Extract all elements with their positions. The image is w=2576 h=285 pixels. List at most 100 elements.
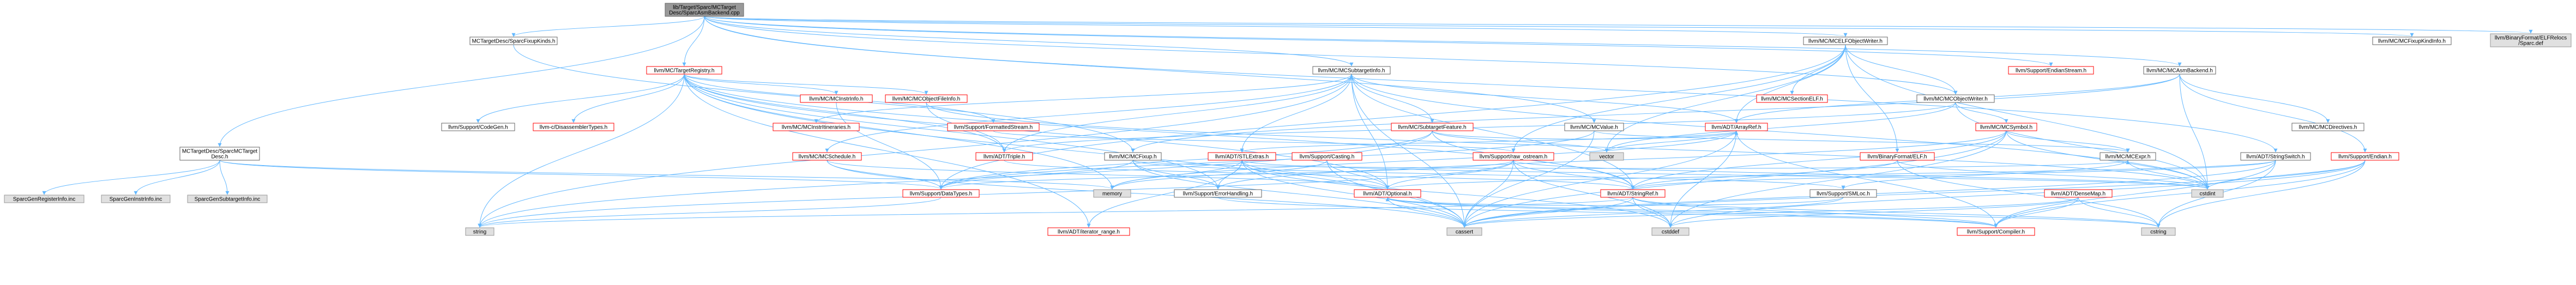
node-mctargetregistry[interactable]: llvm/MC/TargetRegistry.h xyxy=(646,66,722,75)
node-mcdirectives[interactable]: llvm/MC/MCDirectives.h xyxy=(2291,123,2364,131)
edge-mcsubtargetinfo-to-mcinstrdesc xyxy=(814,74,1352,123)
edge-mctargetregistry-to-optional xyxy=(684,74,1390,190)
edge-optional-to-compiler xyxy=(1387,197,1998,228)
node-label: llvm/Support/Casting.h xyxy=(1300,154,1355,160)
node-stringref[interactable]: llvm/ADT/StringRef.h xyxy=(1600,189,1666,198)
node-box xyxy=(1174,189,1262,198)
edge-densemap-to-cstddef xyxy=(1668,197,2079,228)
node-mcschedule[interactable]: llvm/MC/MCSchedule.h xyxy=(792,152,862,161)
edge-supportendian-to-cstring xyxy=(2156,160,2366,228)
edge-stringref-to-cstring xyxy=(1632,197,2161,228)
node-box xyxy=(1651,227,1690,236)
node-supportcodegen[interactable]: llvm/Support/CodeGen.h xyxy=(441,123,515,131)
node-box xyxy=(179,147,260,161)
node-rawostream[interactable]: llvm/Support/raw_ostream.h xyxy=(1473,152,1554,161)
edge-mcelfobjectwriter-to-rawostream xyxy=(1511,44,1846,153)
node-iteratorrange[interactable]: llvm/ADT/iterator_range.h xyxy=(1047,227,1130,236)
edge-mcobjectwriter-to-mcsymbol xyxy=(1955,102,2008,123)
node-label: llvm/ADT/ArrayRef.h xyxy=(1711,125,1761,131)
node-label: llvm/MC/MCAsmBackend.h xyxy=(2146,68,2213,74)
node-arrayref[interactable]: llvm/ADT/ArrayRef.h xyxy=(1705,123,1768,131)
edge-stringref-to-compiler xyxy=(1632,197,1998,228)
node-binaryelf[interactable]: llvm/BinaryFormat/ELF.h xyxy=(1860,152,1935,161)
node-subtargetfeature[interactable]: llvm/MC/SubtargetFeature.h xyxy=(1391,123,1474,131)
node-mcobjectwriter[interactable]: llvm/MC/MCObjectWriter.h xyxy=(1916,94,1995,103)
node-memory: memory xyxy=(1093,189,1131,198)
node-label: llvm/Support/CodeGen.h xyxy=(448,125,508,131)
node-mcsectionelf[interactable]: llvm/MC/MCSectionELF.h xyxy=(1756,94,1828,103)
node-label: llvm/Support/FormattedStream.h xyxy=(954,125,1033,131)
node-label: llvm/MC/MCFixupKindInfo.h xyxy=(2378,39,2446,45)
edge-mcsubtargetinfo-to-cassert xyxy=(1351,74,1467,228)
node-label: vector xyxy=(1599,154,1614,160)
edge-root-to-mcsubtargetinfo xyxy=(704,16,1354,66)
node-box xyxy=(2490,33,2572,47)
node-sparcfixupkinds[interactable]: MCTargetDesc/SparcFixupKinds.h xyxy=(469,37,558,45)
edge-mcobjectwriter-to-vector xyxy=(1604,102,1956,153)
edge-mcelfobjectwriter-to-cstdint xyxy=(1845,44,2210,190)
node-box xyxy=(2291,123,2364,131)
node-triple[interactable]: llvm/ADT/Triple.h xyxy=(975,152,1033,161)
node-mcsymbol[interactable]: llvm/MC/MCSymbol.h xyxy=(1975,123,2037,131)
node-box xyxy=(1809,189,1877,198)
edge-datatypes-to-string xyxy=(478,197,942,228)
node-box xyxy=(2143,66,2216,75)
node-mcsubtargetinfo[interactable]: llvm/MC/MCSubtargetInfo.h xyxy=(1312,66,1391,75)
node-supportendian[interactable]: llvm/Support/Endian.h xyxy=(2331,152,2399,161)
node-string: string xyxy=(465,227,494,236)
node-smloc[interactable]: llvm/Support/SMLoc.h xyxy=(1809,189,1877,198)
node-datatypes[interactable]: llvm/Support/DataTypes.h xyxy=(902,189,980,198)
edge-mcschedule-to-optional xyxy=(827,160,1390,190)
node-box xyxy=(902,189,980,198)
edge-arrayref-to-cassert xyxy=(1462,130,1737,228)
node-errorhandling[interactable]: llvm/Support/ErrorHandling.h xyxy=(1174,189,1262,198)
node-box xyxy=(1916,94,1995,103)
edge-sparcmctargetdesc-to-memory xyxy=(219,160,1114,190)
node-root[interactable]: lib/Target/Sparc/MCTargetDesc/SparcAsmBa… xyxy=(665,3,744,17)
edge-arrayref-to-cstddef xyxy=(1668,130,1737,228)
edge-binaryelf-to-cstring xyxy=(1897,160,2161,228)
node-mcexpr[interactable]: llvm/MC/MCExpr.h xyxy=(2100,152,2156,161)
node-stlextras[interactable]: llvm/ADT/STLExtras.h xyxy=(1208,152,1276,161)
node-label: cstring xyxy=(2150,229,2166,235)
node-mcasmbackend[interactable]: llvm/MC/MCAsmBackend.h xyxy=(2143,66,2216,75)
node-label: /Sparc.def xyxy=(2518,41,2543,47)
node-endianstream[interactable]: llvm/Support/EndianStream.h xyxy=(2008,66,2094,75)
node-label: Desc/SparcAsmBackend.cpp xyxy=(669,10,740,16)
node-densemap[interactable]: llvm/ADT/DenseMap.h xyxy=(2044,189,2113,198)
edge-subtargetfeature-to-vector xyxy=(1432,130,1609,153)
node-mcfixup[interactable]: llvm/MC/MCFixup.h xyxy=(1104,152,1162,161)
node-box xyxy=(2372,37,2452,45)
node-stringswitch[interactable]: llvm/ADT/StringSwitch.h xyxy=(2240,152,2311,161)
node-mcelfobjectwriter[interactable]: llvm/MC/MCELFObjectWriter.h xyxy=(1803,37,1888,45)
node-box xyxy=(1564,123,1624,131)
node-mcinstrinfo[interactable]: llvm/MC/MCInstrInfo.h xyxy=(800,94,873,103)
node-box xyxy=(1600,189,1666,198)
node-casting[interactable]: llvm/Support/Casting.h xyxy=(1292,152,1362,161)
node-cstdint: cstdint xyxy=(2191,189,2224,198)
node-label: cstdint xyxy=(2200,191,2216,197)
edge-mcelfobjectwriter-to-datatypes xyxy=(939,44,1846,190)
node-label: memory xyxy=(1102,191,1122,197)
edge-root-to-sparcmctargetdesc xyxy=(218,16,705,147)
node-box xyxy=(2240,152,2311,161)
node-box xyxy=(646,66,722,75)
node-cdisassemblertypes[interactable]: llvm-c/DisassemblerTypes.h xyxy=(533,123,614,131)
node-elfrelocsdef: llvm/BinaryFormat/ELFRelocs/Sparc.def xyxy=(2490,33,2572,47)
node-mcfixupkindinfo[interactable]: llvm/MC/MCFixupKindInfo.h xyxy=(2372,37,2452,45)
node-label: SparcGenInstrInfo.inc xyxy=(110,197,162,203)
node-mcvalue[interactable]: llvm/MC/MCValue.h xyxy=(1564,123,1624,131)
node-mcinstrdesc[interactable]: llvm/MC/MCInstrItineraries.h xyxy=(773,123,860,131)
node-formattedstream[interactable]: llvm/Support/FormattedStream.h xyxy=(947,123,1040,131)
node-compiler[interactable]: llvm/Support/Compiler.h xyxy=(1957,227,2035,236)
node-sparcgenregisterinfo: SparcGenRegisterInfo.inc xyxy=(4,195,85,203)
edge-mcasmbackend-to-supportendian xyxy=(2179,74,2367,153)
node-optional[interactable]: llvm/ADT/Optional.h xyxy=(1354,189,1421,198)
node-label: llvm/MC/TargetRegistry.h xyxy=(654,68,715,74)
edge-mcasmbackend-to-mcfixup xyxy=(1131,74,2180,153)
node-box xyxy=(2100,152,2156,161)
node-label: llvm/MC/MCObjectFileInfo.h xyxy=(892,96,960,102)
node-mcobjectfileinfo[interactable]: llvm/MC/MCObjectFileInfo.h xyxy=(885,94,968,103)
edge-mctargetregistry-to-cdisassemblertypes xyxy=(571,74,685,123)
